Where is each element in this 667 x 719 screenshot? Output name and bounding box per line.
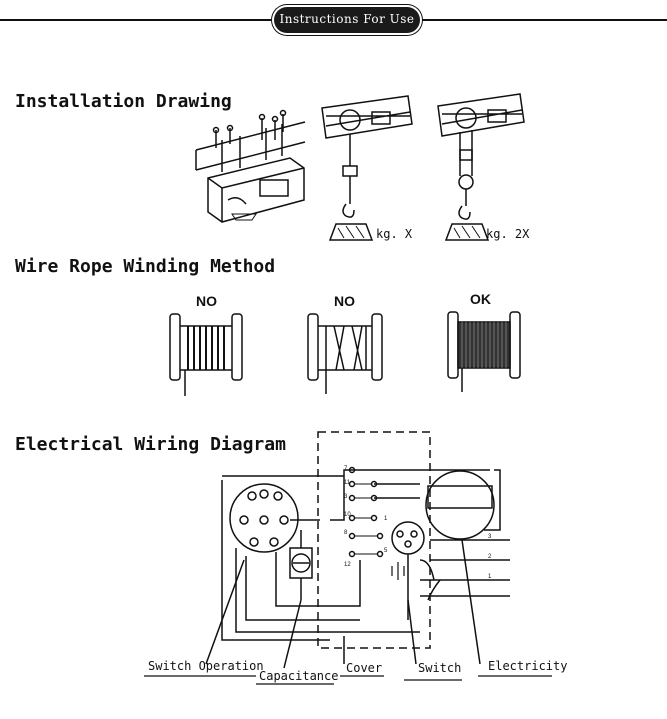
label-cover: Cover <box>346 661 382 675</box>
label-switch-operation: Switch Operation <box>148 659 264 673</box>
terminal-5: 5 <box>384 548 388 554</box>
line-1: 1 <box>488 574 492 580</box>
terminal-11: 11 <box>344 480 351 486</box>
terminal-3: 3 <box>344 494 348 500</box>
drum-no-2 <box>307 313 383 394</box>
installation-title: Installation Drawing <box>15 91 232 112</box>
line-3: 3 <box>488 534 492 540</box>
drum-ok <box>447 311 521 392</box>
drum-label-3: OK <box>470 291 491 307</box>
hoist-single-line-illustration <box>321 95 413 241</box>
terminal-8: 8 <box>344 530 348 536</box>
wiring-diagram <box>144 431 552 685</box>
terminal-7: 7 <box>344 466 348 472</box>
terminal-10: 10 <box>344 512 351 518</box>
wiring-title: Electrical Wiring Diagram <box>15 434 286 455</box>
hoist-double-line-illustration <box>437 93 525 241</box>
header-title: Instructions For Use <box>279 12 415 26</box>
load-2x-label: kg. 2X <box>486 227 530 241</box>
label-capacitance: Capacitance <box>259 669 338 683</box>
label-electricity: Electricity <box>488 659 567 673</box>
terminal-12: 12 <box>344 562 351 568</box>
drum-label-1: NO <box>196 293 217 309</box>
drum-label-2: NO <box>334 293 355 309</box>
load-x-label: kg. X <box>376 227 413 241</box>
hoist-mounting-illustration <box>195 109 306 223</box>
header-badge: Instructions For Use <box>274 7 420 33</box>
line-2: 2 <box>488 554 492 560</box>
winding-title: Wire Rope Winding Method <box>15 256 276 277</box>
label-switch: Switch <box>418 661 461 675</box>
terminal-1: 1 <box>384 516 388 522</box>
header-rule-right <box>420 19 667 21</box>
header-rule-left <box>0 19 274 21</box>
drum-no-1 <box>169 313 243 396</box>
